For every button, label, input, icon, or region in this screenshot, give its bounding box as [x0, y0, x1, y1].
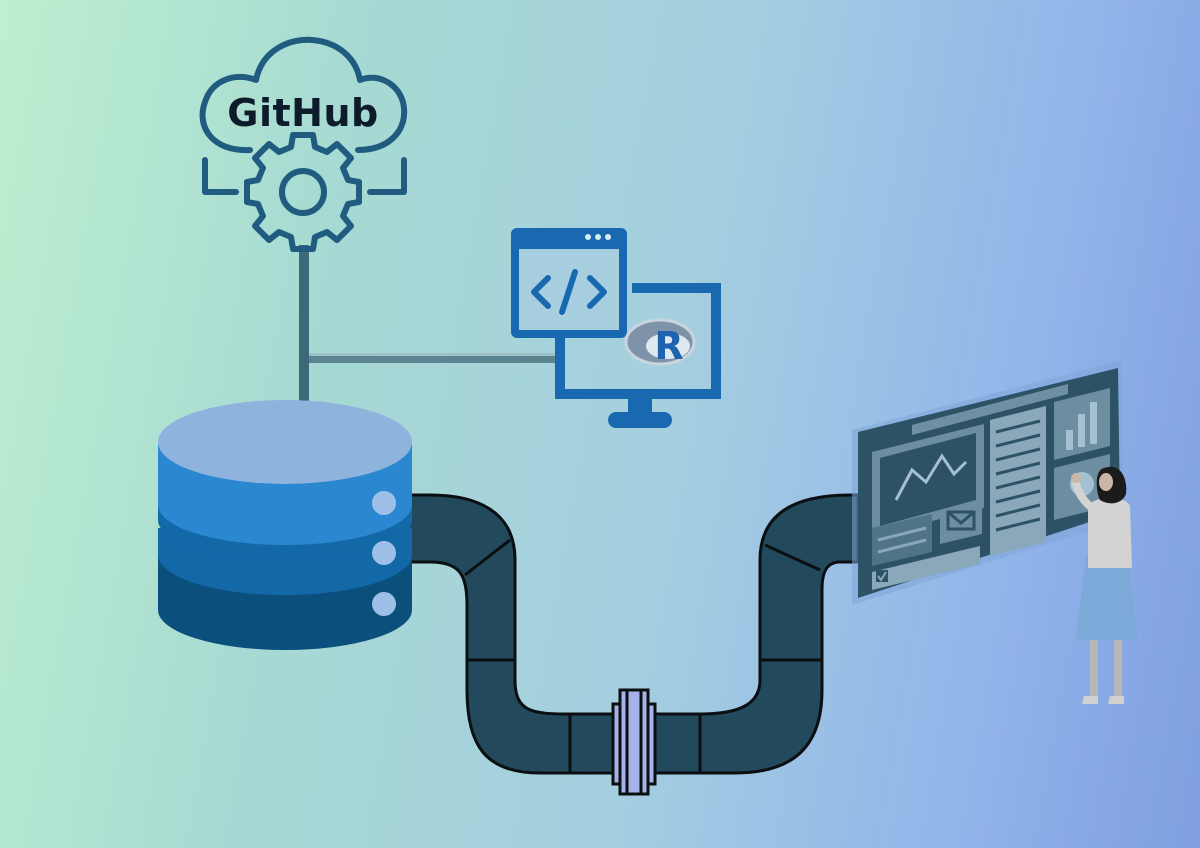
db-indicator-1: [372, 491, 396, 515]
cloud-icon: [199, 36, 408, 195]
db-indicator-3: [372, 592, 396, 616]
database-icon: [158, 400, 412, 650]
r-logo-icon: [624, 318, 696, 366]
dashboard-icon: [852, 360, 1124, 605]
monitor-icon: [555, 283, 721, 428]
person-icon: [1071, 466, 1138, 704]
pipeline-icon: [393, 493, 860, 796]
code-window-icon: [511, 228, 627, 338]
github-to-database-line: [299, 245, 309, 405]
db-indicator-2: [372, 541, 396, 565]
connector-lines: [299, 245, 563, 405]
branch-to-r-line: [309, 353, 563, 363]
github-label: GitHub: [227, 91, 379, 135]
gear-icon: [244, 132, 362, 252]
r-logo-letter: R: [654, 324, 684, 368]
